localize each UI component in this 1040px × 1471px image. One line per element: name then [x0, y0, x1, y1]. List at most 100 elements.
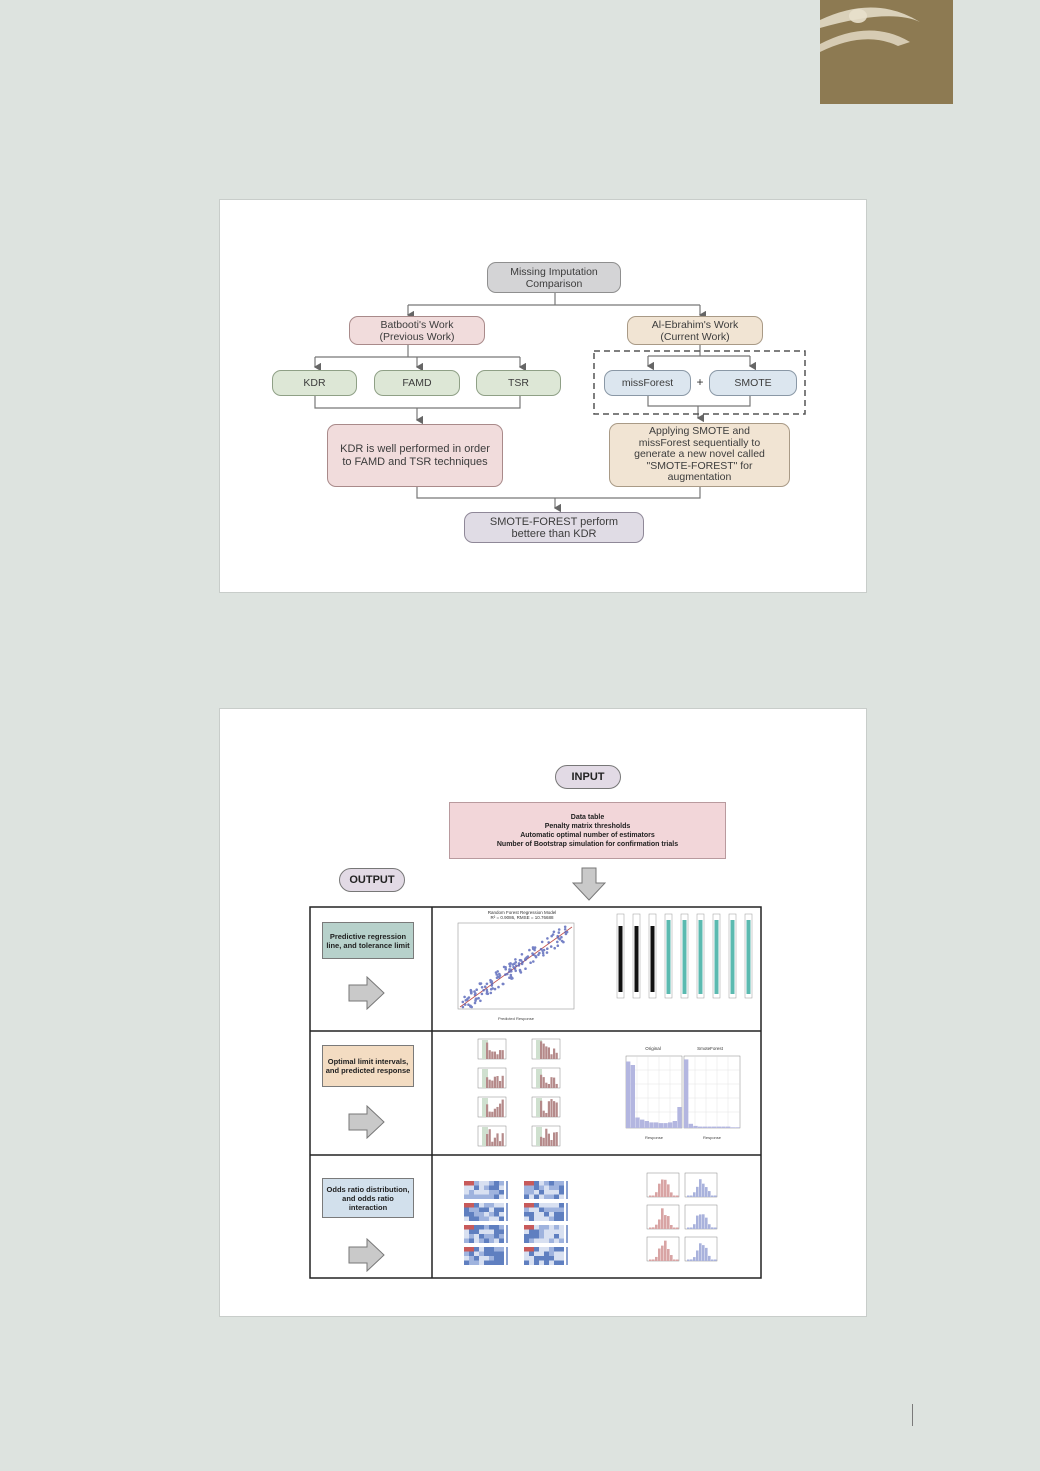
mini-hist-bar: [499, 1050, 502, 1059]
or-hist-bar: [658, 1248, 661, 1261]
heatmap-cell: [479, 1225, 484, 1230]
hist-bar: [693, 1125, 698, 1128]
scatter-point: [477, 996, 480, 1000]
mini-hist-bar: [555, 1052, 558, 1059]
mini-hist-bar: [493, 1076, 496, 1088]
heatmap-scale: [506, 1181, 508, 1199]
or-hist-bar: [664, 1240, 667, 1261]
or-hist-bar: [649, 1227, 652, 1229]
heatmap-cell: [524, 1212, 529, 1217]
heatmap-cell: [559, 1212, 564, 1217]
or-hist-bar: [696, 1250, 699, 1261]
heatmap-cell: [474, 1238, 479, 1243]
input-item: Automatic optimal number of estimators: [520, 831, 655, 839]
mini-hist-bar: [553, 1077, 556, 1088]
scatter-point: [545, 951, 549, 954]
heatmap-cell: [499, 1234, 504, 1239]
or-hist-bar: [702, 1183, 705, 1197]
mini-hist-bar: [545, 1128, 548, 1146]
scatter-point: [529, 961, 532, 964]
scatter-point: [504, 967, 507, 971]
heatmap-cell: [529, 1256, 534, 1261]
mini-hist-bar: [553, 1048, 556, 1059]
heatmap-cell: [524, 1256, 529, 1261]
heatmap-cell: [559, 1216, 564, 1221]
heatmap-cell: [559, 1229, 564, 1234]
heatmap-cell: [524, 1185, 529, 1190]
heatmap-cell: [529, 1260, 534, 1265]
heatmap-cell: [524, 1216, 529, 1221]
heatmap-cell: [539, 1251, 544, 1256]
or-hist-bar: [690, 1259, 693, 1261]
mini-hist-bar: [547, 1101, 550, 1117]
or-hist-bar: [708, 1224, 711, 1229]
mini-hist-bar: [486, 1134, 489, 1146]
heatmap-cell: [559, 1260, 564, 1265]
mini-hist-bar: [553, 1132, 556, 1146]
scatter-point: [496, 970, 499, 973]
heatmap-cell: [529, 1190, 534, 1195]
heatmap-cell: [494, 1238, 499, 1243]
heatmap-cell: [479, 1207, 484, 1212]
scatter-point: [560, 935, 563, 939]
scatter-point: [553, 946, 556, 950]
heatmap-cell: [499, 1190, 504, 1195]
scatter-point: [514, 958, 517, 961]
or-hist-bar: [652, 1195, 655, 1197]
heatmap-cell: [529, 1251, 534, 1256]
mini-hist-bar: [488, 1129, 491, 1146]
heatmap-cell: [549, 1234, 554, 1239]
mini-hist-bar: [499, 1080, 502, 1088]
or-hist-bar: [649, 1195, 652, 1197]
hist-bar: [649, 1122, 654, 1128]
mini-hist-bar: [486, 1104, 489, 1117]
or-hist-bar: [655, 1256, 658, 1261]
heatmap-cell: [484, 1185, 489, 1190]
heatmap-cell: [479, 1260, 484, 1265]
heatmap-scale: [506, 1225, 508, 1243]
mini-hist-bar: [486, 1077, 489, 1088]
or-hist-bar: [693, 1257, 696, 1261]
heatmap-cell: [529, 1238, 534, 1243]
heatmap-cell: [494, 1190, 499, 1195]
heatmap-cell: [464, 1260, 469, 1265]
heatmap-cell: [474, 1225, 479, 1230]
heatmap-cell: [479, 1247, 484, 1252]
heatmap-cell: [494, 1185, 499, 1190]
hist-bar: [672, 1121, 678, 1128]
mini-hist-band: [536, 1098, 542, 1117]
or-hist-bar: [705, 1187, 708, 1197]
heatmap-cell: [484, 1234, 489, 1239]
heatmap-scale: [566, 1247, 568, 1265]
heatmap-cell: [489, 1194, 494, 1199]
heatmap-cell: [544, 1212, 549, 1217]
scatter-point: [470, 990, 473, 994]
mini-hist-bar: [493, 1108, 496, 1117]
heatmap-cell: [474, 1190, 479, 1195]
mini-hist-bar: [540, 1074, 543, 1088]
mini-hist-bar: [542, 1077, 545, 1088]
mini-hist-bar: [496, 1106, 499, 1117]
scatter-point: [552, 930, 556, 934]
scatter-point: [489, 991, 493, 995]
interval-histograms: [477, 1038, 561, 1147]
heatmap-cell: [554, 1251, 559, 1256]
scatter-point: [502, 965, 506, 969]
heatmap-cell: [534, 1212, 539, 1217]
heatmap-cell: [559, 1203, 564, 1208]
or-hist-bar: [696, 1186, 699, 1197]
mini-hist-bar: [488, 1111, 491, 1117]
scatter-point: [556, 934, 559, 938]
or-hist-bar: [711, 1227, 714, 1229]
mini-hist-bar: [553, 1101, 556, 1117]
heatmap-cell: [554, 1207, 559, 1212]
or-hist-bar: [708, 1255, 711, 1261]
scatter-point: [469, 1004, 472, 1008]
scatter-point: [533, 946, 537, 949]
hist-bar: [721, 1126, 726, 1128]
mini-hist-bar: [547, 1083, 550, 1088]
heatmap-cell: [464, 1181, 469, 1186]
heatmap-cell: [534, 1256, 539, 1261]
or-hist-bar: [702, 1245, 705, 1261]
